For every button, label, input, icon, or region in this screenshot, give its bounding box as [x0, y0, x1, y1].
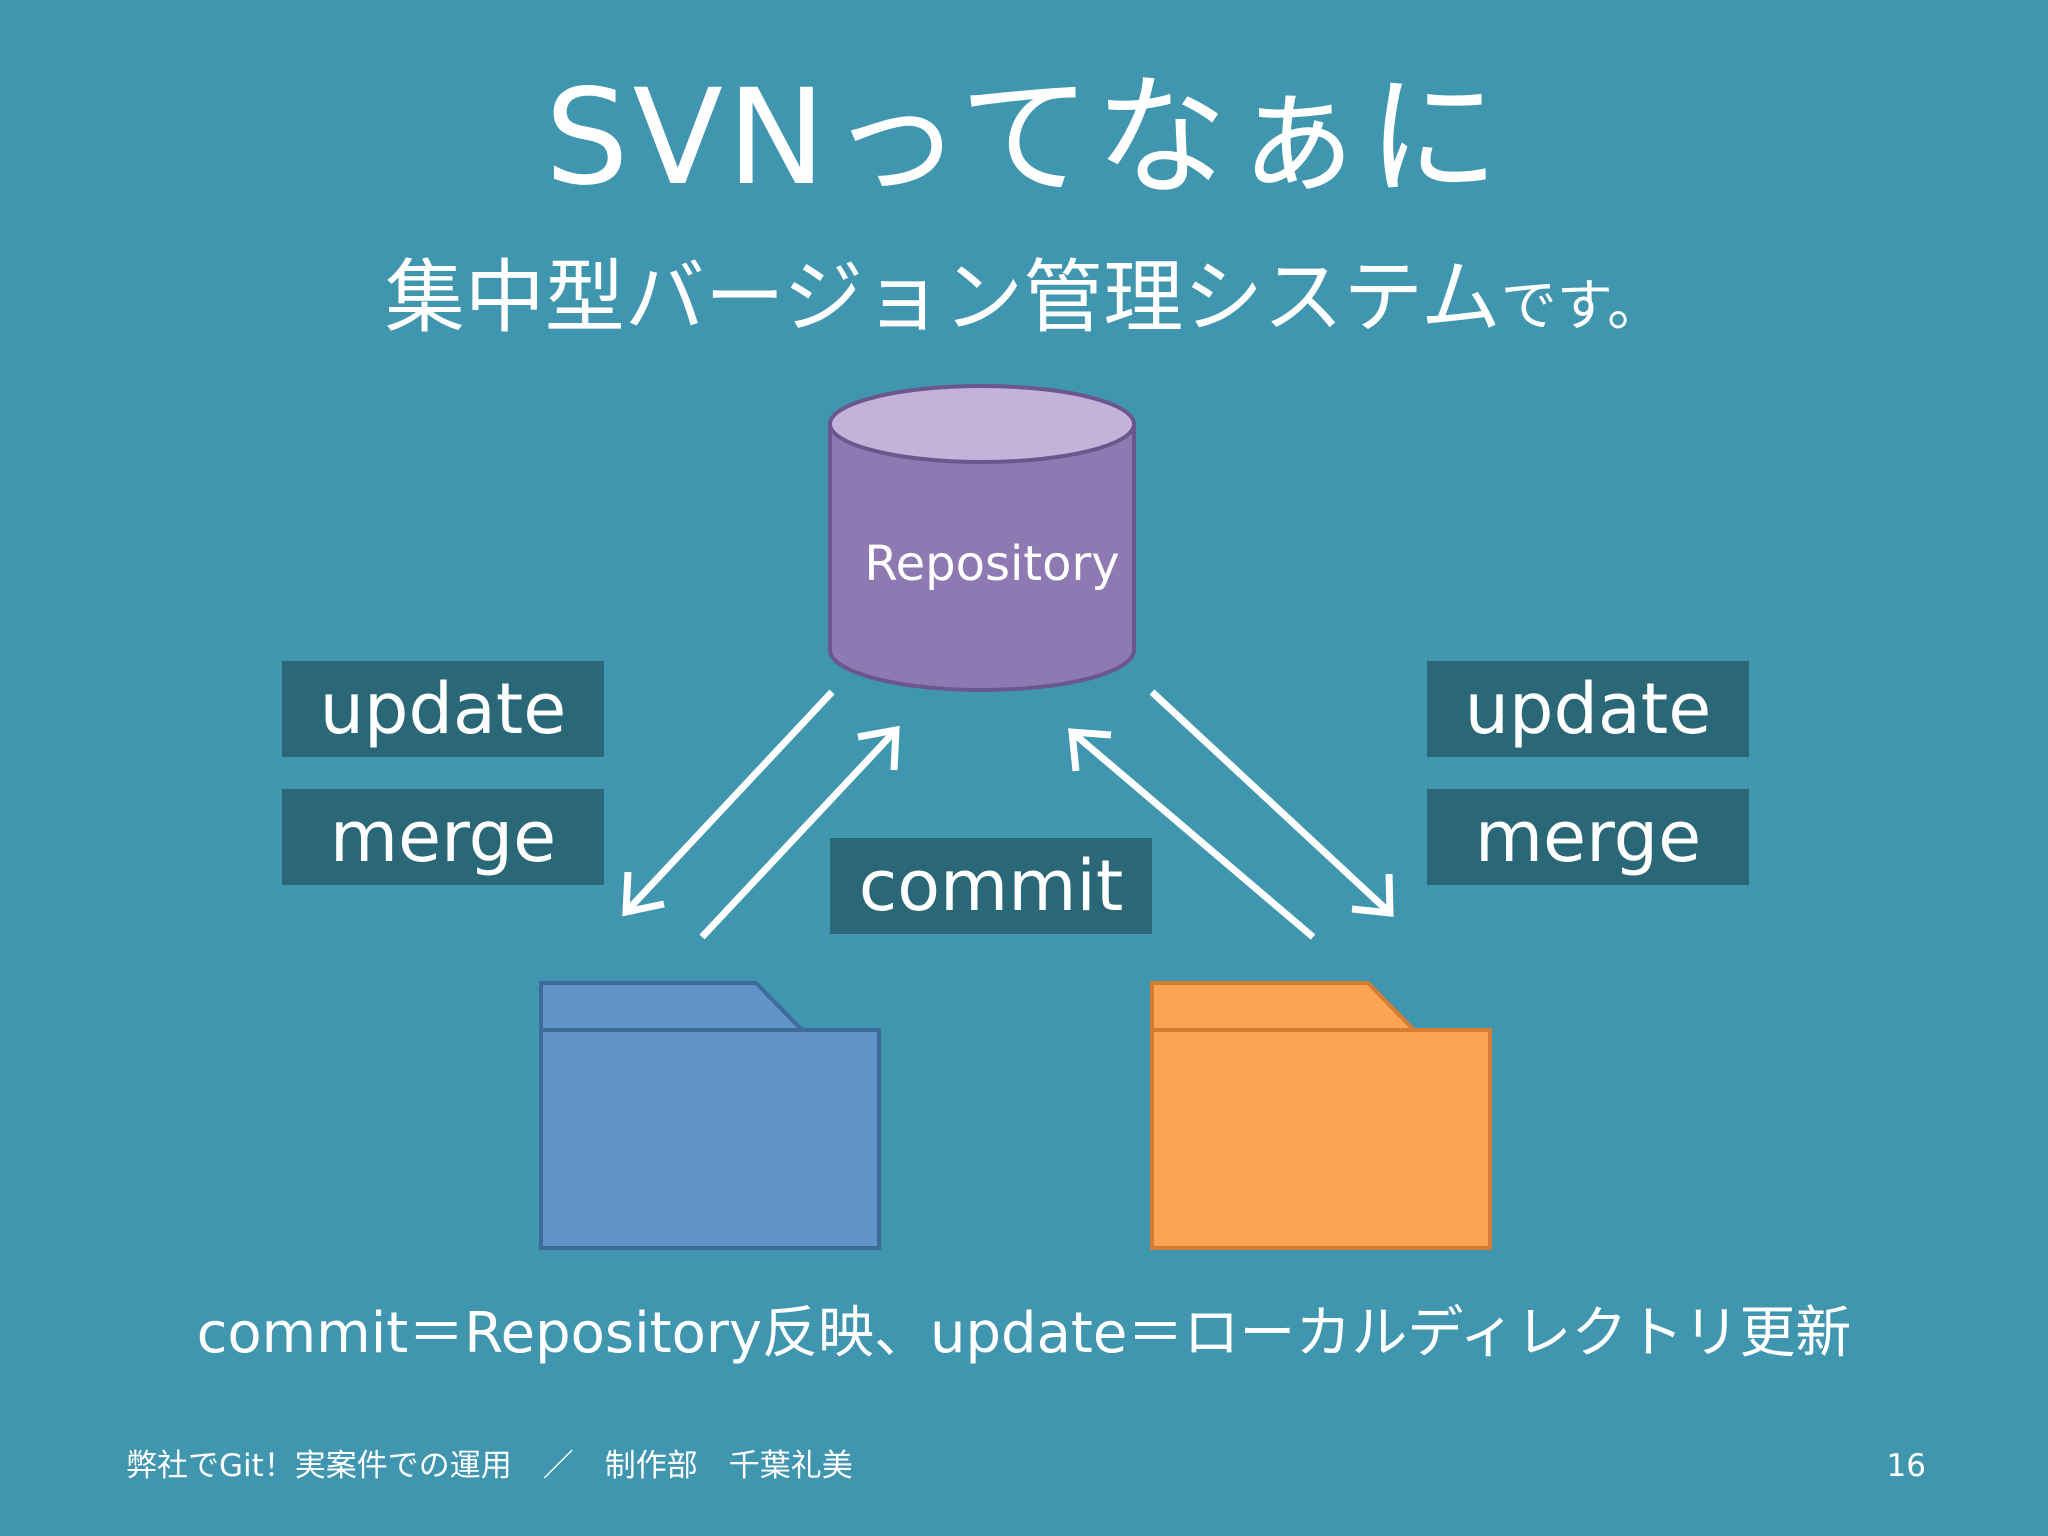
slide-subtitle: 集中型バージョン管理システムです。 [0, 248, 2048, 357]
right-merge-label: merge [1427, 789, 1749, 885]
subtitle-tail: です。 [1500, 274, 1664, 339]
left-merge-label: merge [282, 789, 604, 885]
folder-blue-tab [539, 981, 807, 1032]
subtitle-main: 集中型バージョン管理システム [384, 251, 1501, 344]
repository-label: Repository [864, 536, 1119, 592]
arrowhead-left-down [622, 871, 665, 917]
diagram-caption: commit＝Repository反映、update＝ローカルディレクトリ更新 [196, 1301, 1852, 1366]
arrowhead-left-up [857, 725, 900, 771]
arrow-left-folder-to-repo [699, 727, 899, 940]
page-number: 16 [1886, 1448, 1926, 1484]
right-update-label: update [1427, 661, 1749, 757]
arrowhead-right-down [1351, 873, 1394, 917]
left-update-label: update [282, 661, 604, 757]
folder-blue-body [539, 1028, 881, 1250]
arrow-repo-to-right-folder [1149, 689, 1393, 916]
repository-top [828, 384, 1136, 464]
arrows [622, 689, 1394, 940]
arrow-repo-to-left-folder [623, 689, 835, 915]
folder-orange-body [1150, 1028, 1492, 1250]
local-folder-orange [1150, 981, 1492, 1250]
local-folder-blue [539, 981, 881, 1250]
repository-cylinder: Repository [828, 384, 1136, 692]
folder-orange-tab [1150, 981, 1419, 1032]
commit-label: commit [830, 838, 1152, 934]
arrow-right-folder-to-repo [1069, 729, 1316, 940]
arrowhead-right-up [1068, 728, 1112, 772]
footer-credit: 弊社でGit！実案件での運用 ／ 制作部 千葉礼美 [126, 1448, 853, 1484]
repository-body [828, 422, 1136, 692]
slide-title: SVNってなぁに [544, 61, 1504, 215]
